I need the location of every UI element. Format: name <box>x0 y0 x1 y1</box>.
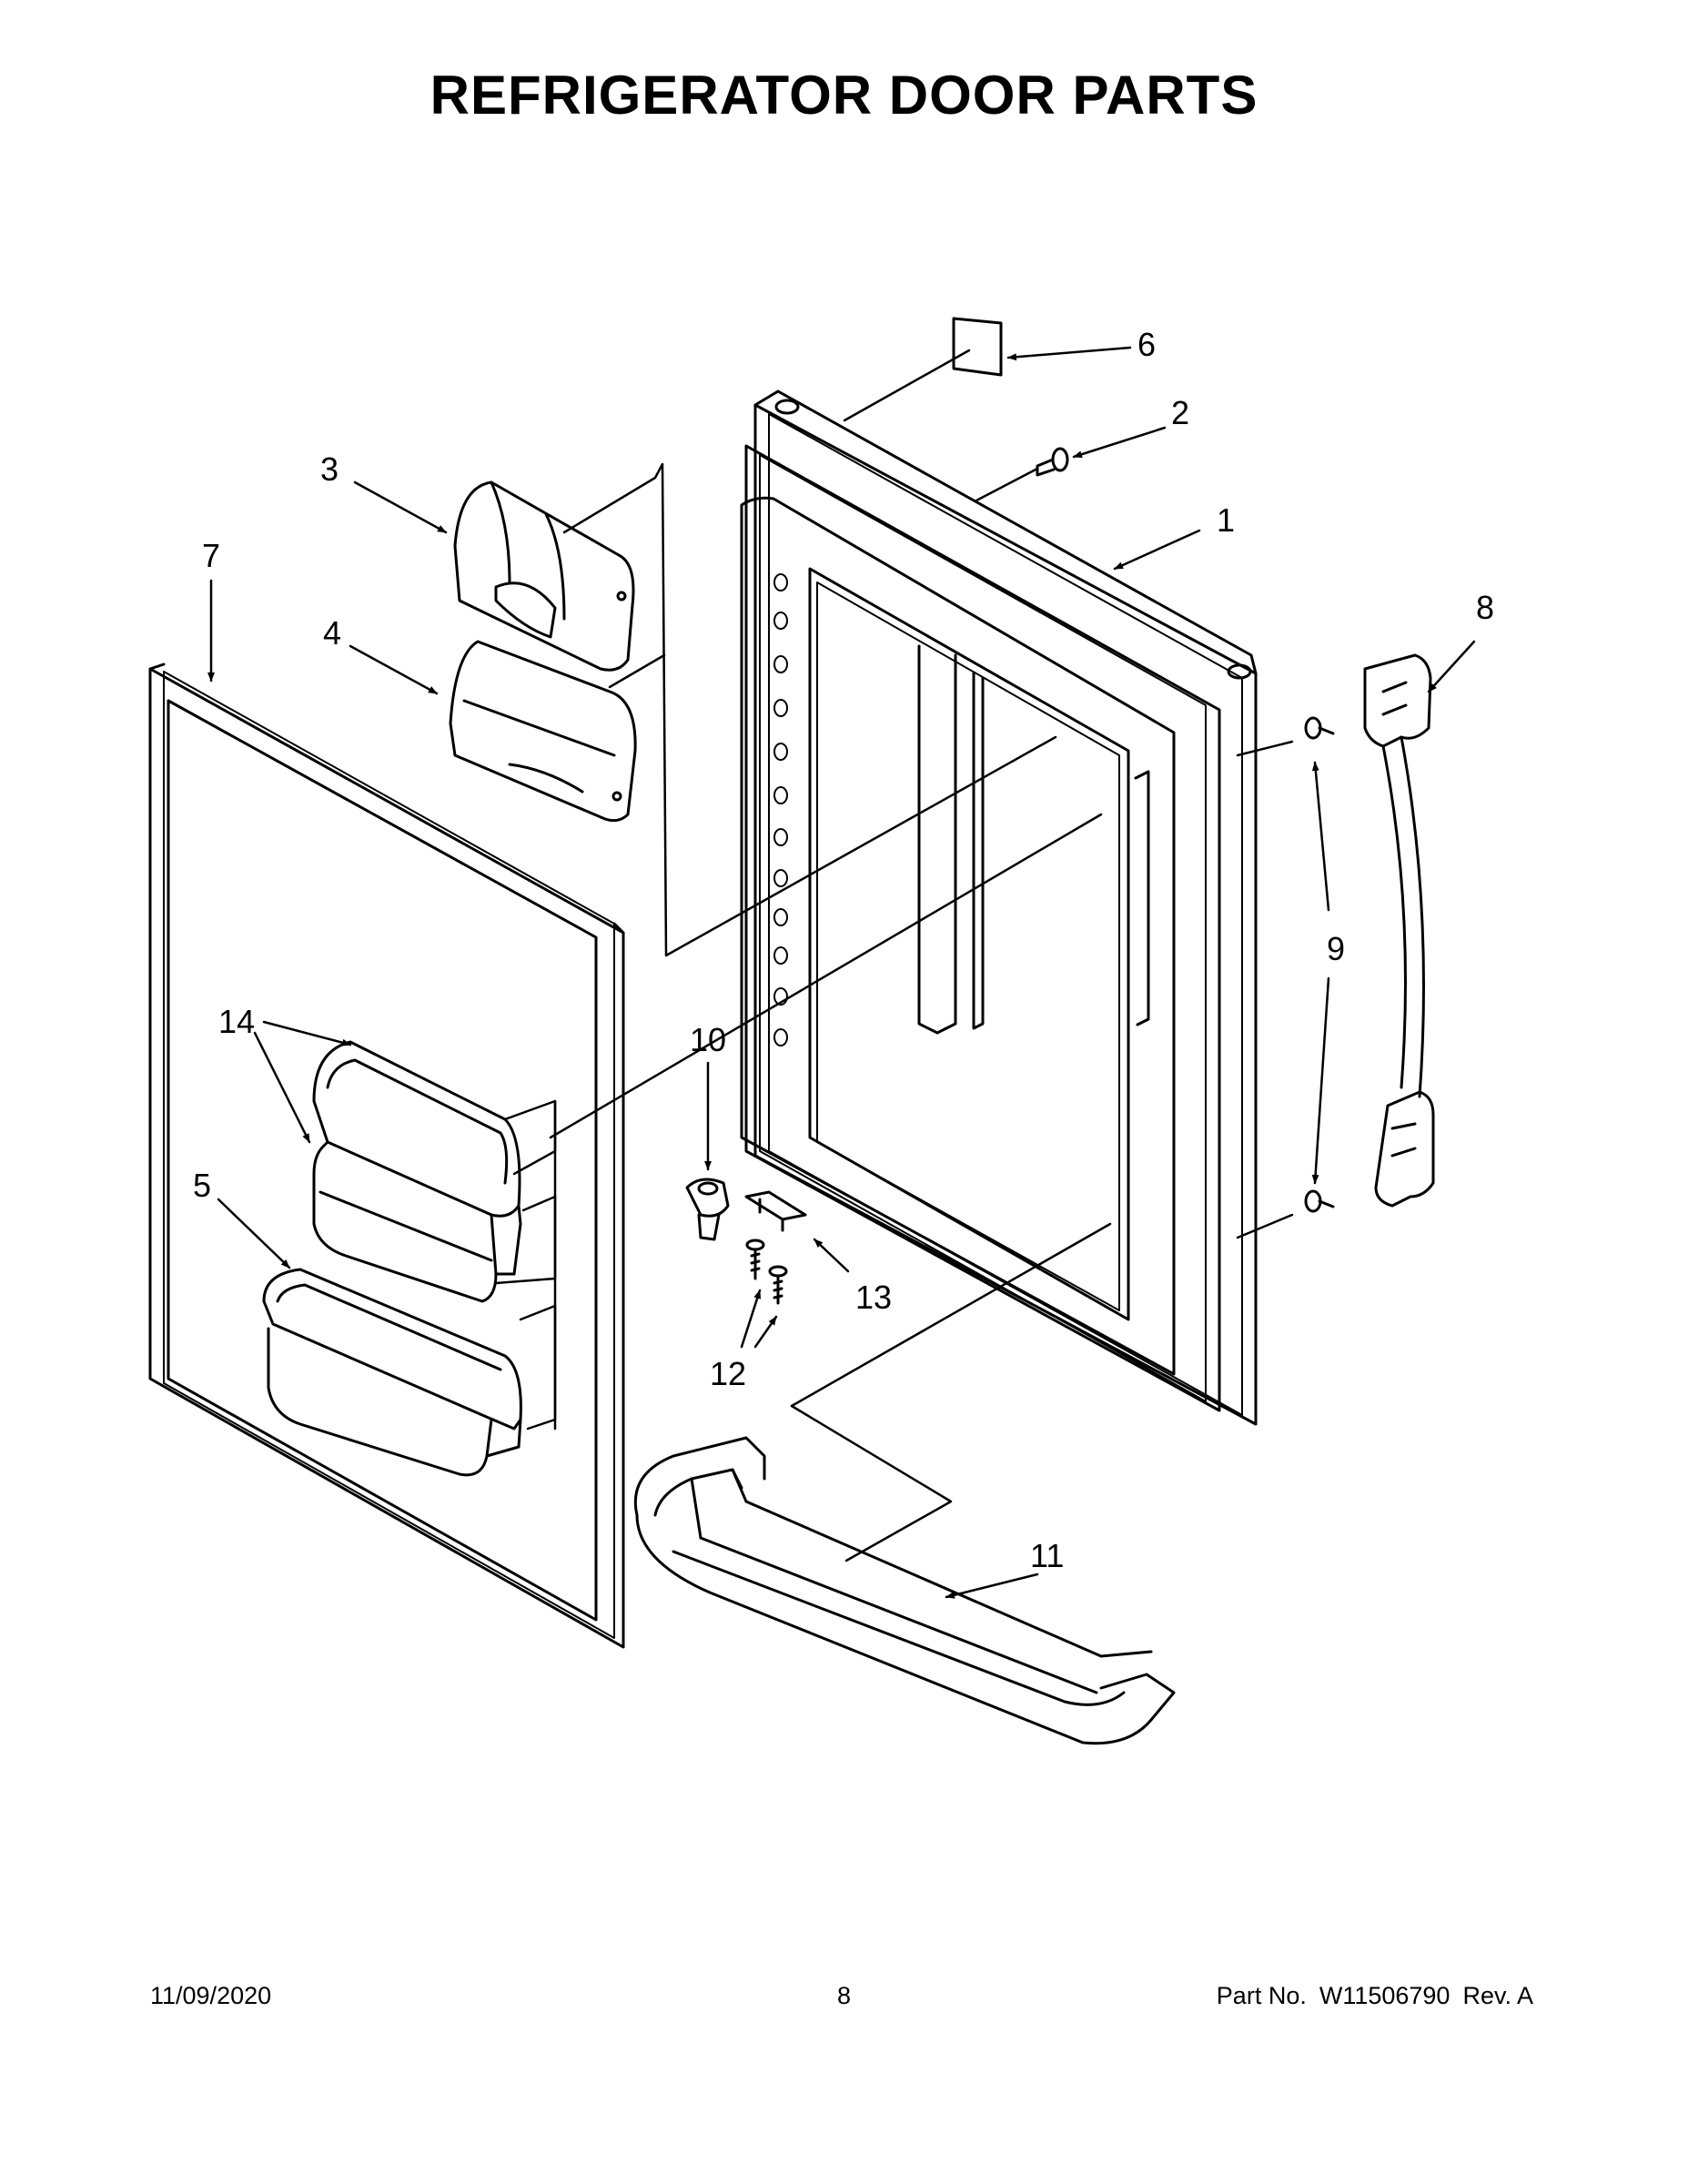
callout-7: 7 <box>202 537 220 574</box>
door-bin-large <box>262 1268 522 1477</box>
callout-3: 3 <box>320 450 339 488</box>
callout-5: 5 <box>193 1167 211 1204</box>
footer-part-info: Part No. W11506790 Rev. A <box>1204 1982 1533 2010</box>
callout-14: 14 <box>218 1003 255 1040</box>
bracket-screws <box>745 1239 788 1305</box>
callout-6: 6 <box>1137 326 1156 363</box>
handle-studs <box>1304 716 1335 1213</box>
door-screw <box>1036 447 1069 477</box>
dairy-bin-cover <box>453 480 635 672</box>
callout-8: 8 <box>1476 589 1494 626</box>
part-number-label: Part No. <box>1216 1982 1307 2009</box>
callout-10: 10 <box>690 1021 726 1058</box>
footer-page-number: 8 <box>836 1982 852 2009</box>
callout-4: 4 <box>323 614 341 652</box>
door-bins-small <box>312 1040 522 1303</box>
part-number: W11506790 <box>1319 1982 1450 2009</box>
callout-12: 12 <box>710 1355 746 1392</box>
footer-date: 11/09/2020 <box>150 1982 272 2009</box>
assembly-lines <box>494 349 1294 1562</box>
label-plate <box>952 317 1003 377</box>
callout-1: 1 <box>1217 501 1235 539</box>
callout-2: 2 <box>1171 394 1189 431</box>
door-plug <box>685 1178 730 1241</box>
door-handle <box>1363 653 1435 1208</box>
callout-9: 9 <box>1327 930 1345 967</box>
door-stop-bracket <box>744 1190 807 1232</box>
page-title: REFRIGERATOR DOOR PARTS <box>430 65 1258 126</box>
dairy-bin <box>449 640 637 823</box>
door-shelf-bottom <box>633 1436 1176 1745</box>
callout-13: 13 <box>855 1279 892 1316</box>
revision: Rev. A <box>1462 1982 1533 2009</box>
callout-11: 11 <box>1030 1537 1064 1574</box>
door-liner-panel <box>148 662 625 1649</box>
door-frame <box>740 389 1258 1426</box>
